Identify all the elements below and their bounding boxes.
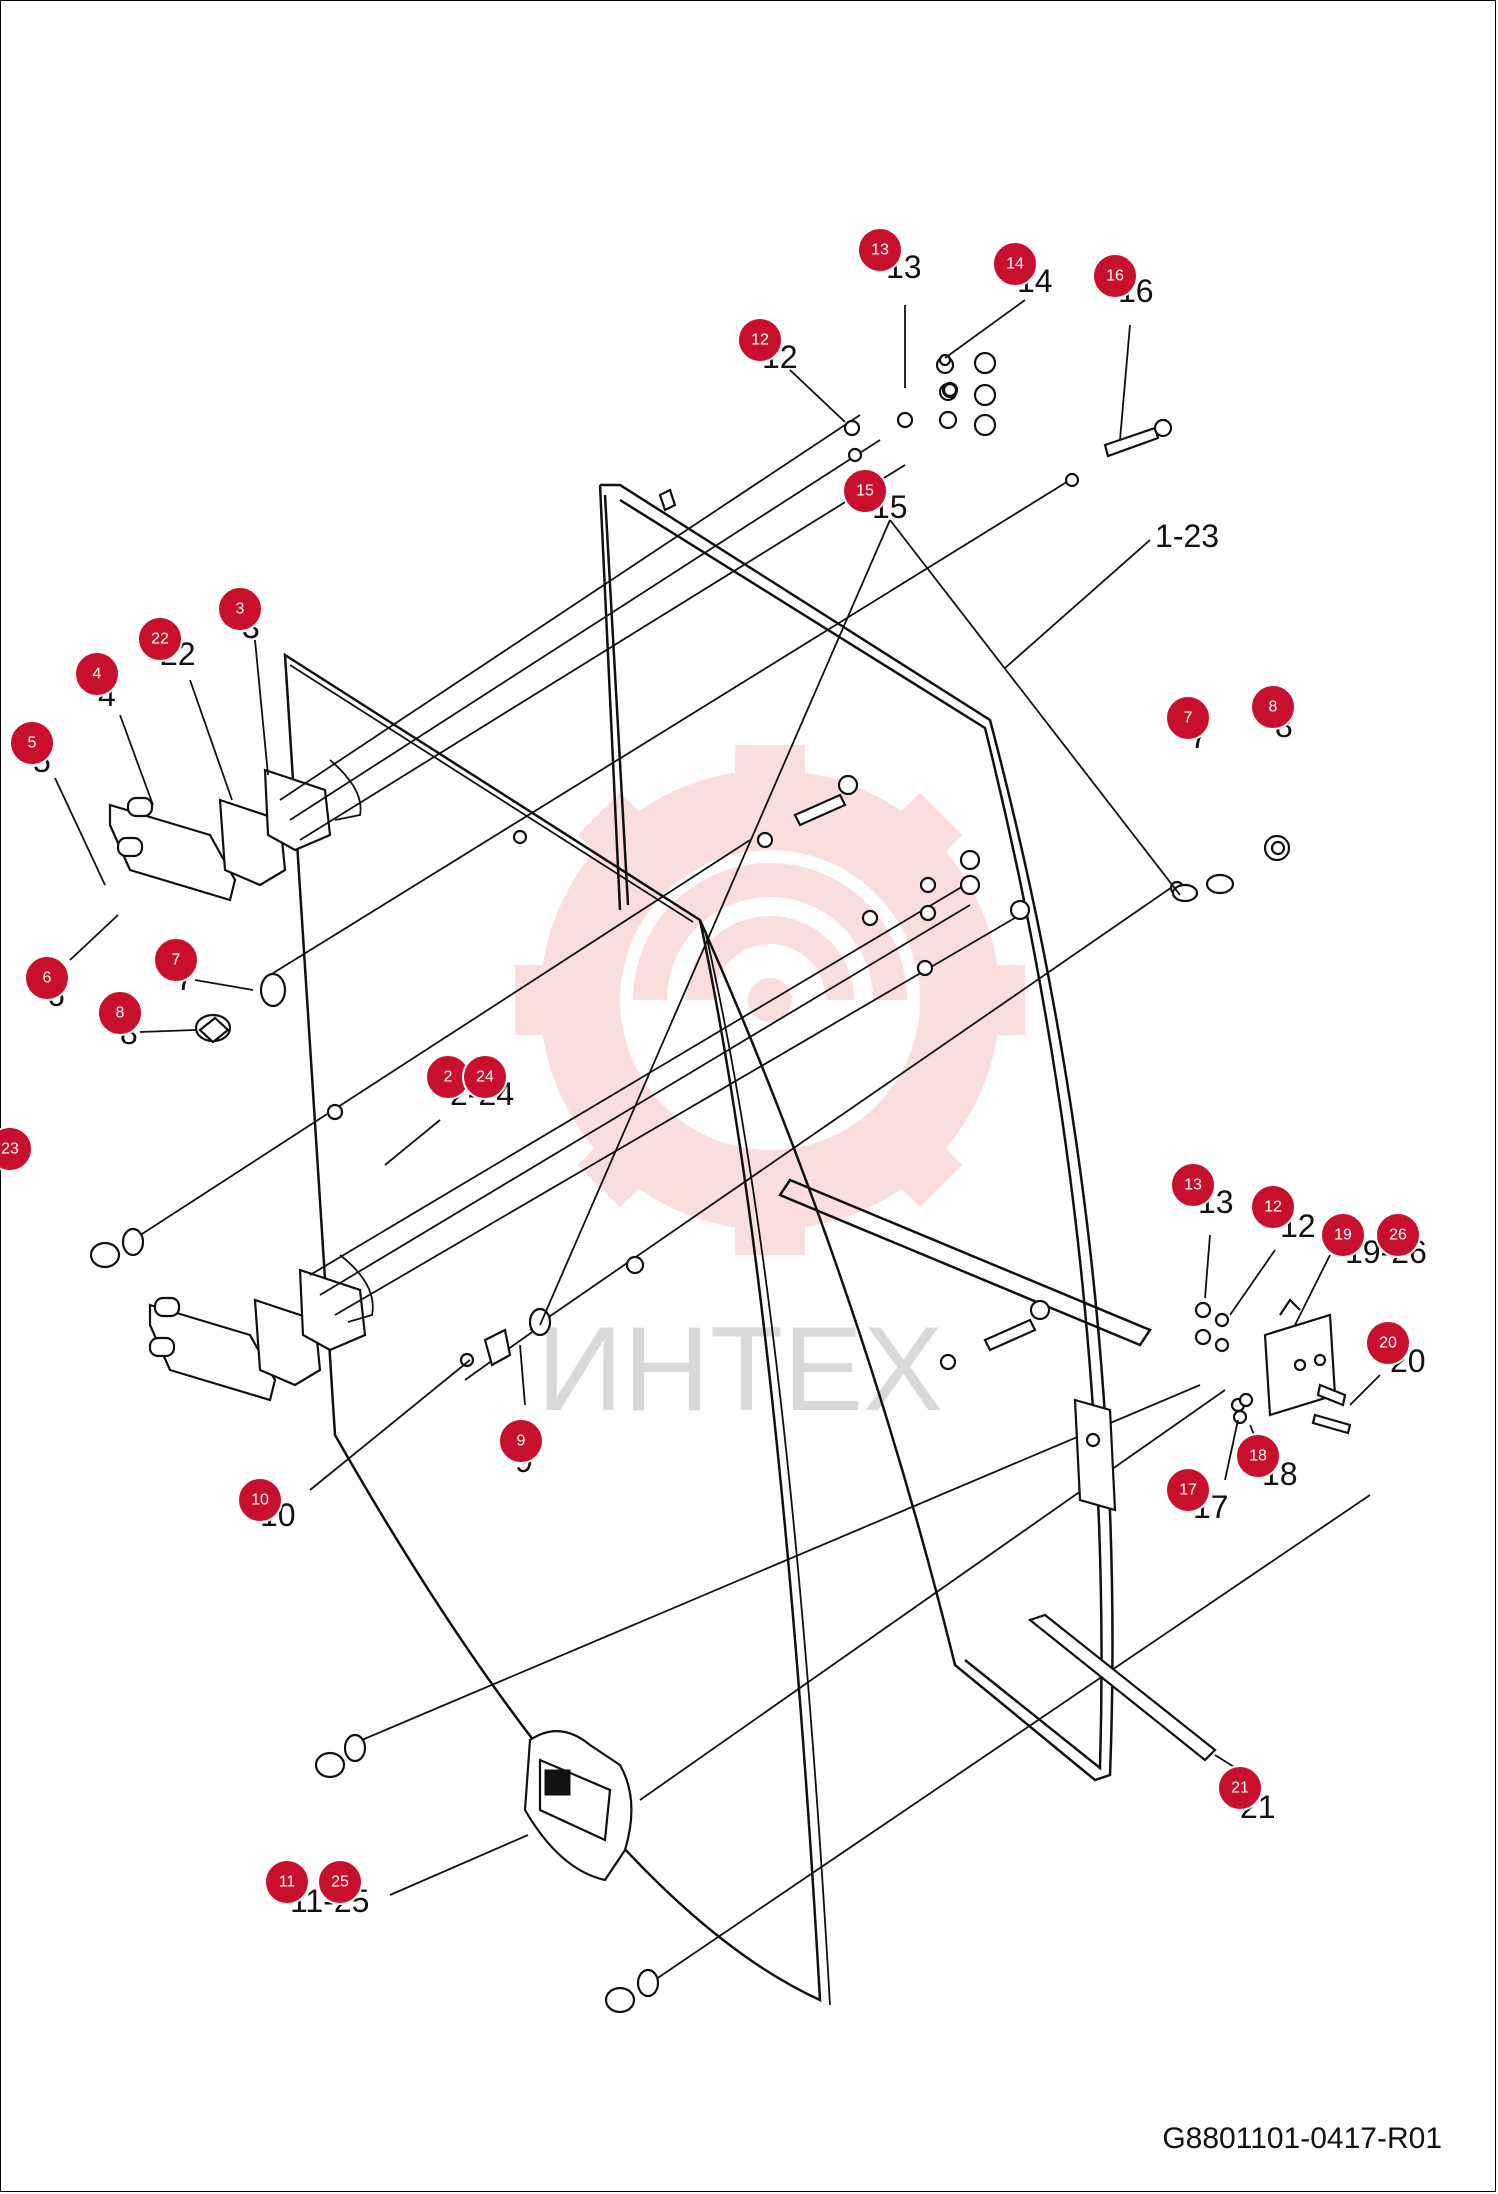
svg-text:17: 17 (1179, 1482, 1197, 1499)
label-1-23: 1-23 (1155, 518, 1219, 554)
svg-text:13: 13 (1184, 1177, 1202, 1194)
bumper-left-lower (89, 1227, 145, 1269)
badge-13-right: 13 (1170, 1162, 1216, 1208)
svg-text:19: 19 (1334, 1227, 1352, 1244)
badge-14: 14 (992, 241, 1038, 287)
svg-text:10: 10 (251, 1492, 269, 1509)
glass-panel-edge (704, 929, 831, 2006)
badge-26: 26 (1375, 1212, 1421, 1258)
badge-23: 23 (0, 1126, 33, 1172)
bumper-left-upper (194, 972, 287, 1044)
badge-8-right: 8 (1250, 684, 1296, 730)
badge-18: 18 (1235, 1433, 1281, 1479)
badge-10: 10 (237, 1477, 283, 1523)
callout-badges: 13 14 12 16 15 3 22 4 5 6 7 8 7 8 2 24 2… (0, 227, 1421, 1905)
svg-text:25: 25 (331, 1874, 349, 1891)
badge-7-left: 7 (153, 937, 199, 983)
svg-text:2: 2 (444, 1069, 453, 1086)
badge-19: 19 (1320, 1212, 1366, 1258)
badge-25: 25 (317, 1859, 363, 1905)
badge-16: 16 (1092, 253, 1138, 299)
badge-9: 9 (498, 1418, 544, 1464)
svg-text:5: 5 (28, 735, 37, 752)
badge-4: 4 (74, 651, 120, 697)
svg-text:11: 11 (279, 1874, 296, 1891)
badge-22: 22 (137, 616, 183, 662)
badge-21: 21 (1217, 1765, 1263, 1811)
svg-text:15: 15 (856, 483, 874, 500)
bolt-axis-lines (124, 414, 1371, 1991)
badge-24: 24 (462, 1054, 508, 1100)
badge-3: 3 (217, 586, 263, 632)
svg-text:6: 6 (43, 970, 52, 987)
svg-text:24: 24 (476, 1069, 494, 1086)
door-handle (523, 1730, 633, 1882)
svg-text:7: 7 (172, 952, 181, 969)
badge-6: 6 (24, 955, 70, 1001)
upper-hinge-assembly (108, 759, 362, 902)
svg-text:13: 13 (871, 242, 889, 259)
svg-text:8: 8 (116, 1005, 125, 1022)
trim-strip (1027, 1613, 1217, 1762)
svg-text:22: 22 (151, 631, 169, 648)
badge-13: 13 (857, 227, 903, 273)
leader-lines (54, 299, 1381, 1896)
svg-text:12: 12 (751, 332, 769, 349)
badge-5: 5 (9, 720, 55, 766)
svg-text:8: 8 (1269, 699, 1278, 716)
badge-7-right: 7 (1165, 695, 1211, 741)
middle-fasteners (326, 774, 1291, 1371)
svg-text:12: 12 (1264, 1199, 1282, 1216)
svg-text:20: 20 (1379, 1335, 1397, 1352)
svg-text:9: 9 (517, 1433, 526, 1450)
bumper-bottom (604, 1968, 660, 2014)
svg-text:7: 7 (1184, 710, 1193, 727)
frame-crossbar (778, 1178, 1152, 1347)
drawing-number: G8801101-0417-R01 (1162, 2122, 1442, 2155)
svg-text:14: 14 (1006, 256, 1024, 273)
badge-17: 17 (1165, 1467, 1211, 1513)
svg-text:18: 18 (1249, 1448, 1267, 1465)
latch-block (1194, 1298, 1352, 1435)
badge-11: 11 (264, 1859, 310, 1905)
svg-text:21: 21 (1231, 1780, 1249, 1797)
glass-panel (283, 652, 822, 2002)
lower-hinge-assembly (148, 1254, 374, 1402)
door-frame (598, 483, 1114, 1782)
svg-text:3: 3 (236, 601, 245, 618)
badge-15: 15 (842, 468, 888, 514)
badge-12: 12 (737, 317, 783, 363)
watermark-text: ИНТЕХ (537, 1302, 943, 1436)
badge-20: 20 (1365, 1320, 1411, 1366)
svg-text:23: 23 (1, 1141, 19, 1158)
svg-text:26: 26 (1389, 1227, 1407, 1244)
watermark-gear-logo (515, 745, 1025, 1255)
frame-hinge-bracket (1073, 1398, 1117, 1512)
badge-8-left: 8 (97, 990, 143, 1036)
bumper-bottom-left (314, 1733, 367, 1779)
svg-text:4: 4 (93, 666, 102, 683)
svg-text:16: 16 (1106, 268, 1124, 285)
badge-12-right: 12 (1250, 1184, 1296, 1230)
